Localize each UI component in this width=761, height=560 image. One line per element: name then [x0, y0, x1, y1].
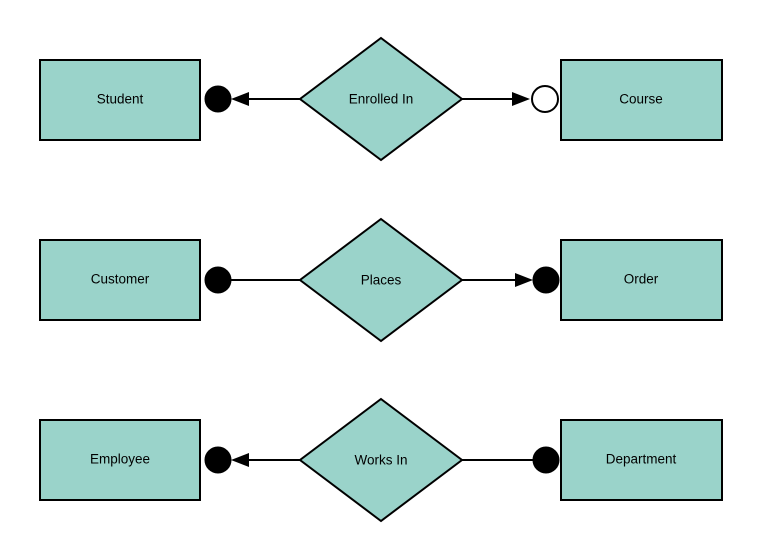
entity-box[interactable] [39, 59, 201, 141]
connector-enrolled-in-course[interactable] [461, 85, 559, 113]
arrow-left-icon [231, 453, 249, 467]
filled-circle-icon [204, 266, 232, 294]
filled-circle-icon [532, 446, 560, 474]
relationship-places[interactable]: Places [298, 217, 464, 343]
filled-circle-icon [532, 266, 560, 294]
filled-circle-icon [204, 446, 232, 474]
entity-box[interactable] [39, 419, 201, 501]
relationship-enrolled-in[interactable]: Enrolled In [298, 36, 464, 162]
entity-course[interactable]: Course [560, 59, 723, 141]
relationship-diamond[interactable] [298, 397, 464, 523]
entity-box[interactable] [39, 239, 201, 321]
entity-customer[interactable]: Customer [39, 239, 201, 321]
arrow-left-icon [231, 92, 249, 106]
connector-student-enrolled-in[interactable] [204, 85, 301, 113]
connector-employee-works-in[interactable] [204, 446, 301, 474]
entity-box[interactable] [560, 239, 723, 321]
hollow-circle-icon [531, 85, 559, 113]
arrow-right-icon [512, 92, 530, 106]
relationship-row-3: Employee Works In Department [39, 397, 723, 523]
entity-box[interactable] [560, 59, 723, 141]
entity-order[interactable]: Order [560, 239, 723, 321]
entity-department[interactable]: Department [560, 419, 723, 501]
relationship-row-2: Customer Places Order [39, 217, 723, 343]
entity-student[interactable]: Student [39, 59, 201, 141]
connector-works-in-department[interactable] [461, 446, 560, 474]
relationship-works-in[interactable]: Works In [298, 397, 464, 523]
entity-box[interactable] [560, 419, 723, 501]
filled-circle-icon [204, 85, 232, 113]
arrow-right-icon [515, 273, 533, 287]
connector-places-order[interactable] [461, 266, 560, 294]
relationship-diamond[interactable] [298, 36, 464, 162]
connector-customer-places[interactable] [204, 266, 301, 294]
relationship-diamond[interactable] [298, 217, 464, 343]
entity-employee[interactable]: Employee [39, 419, 201, 501]
relationship-row-1: Student Enrolled In Cour [39, 36, 723, 162]
